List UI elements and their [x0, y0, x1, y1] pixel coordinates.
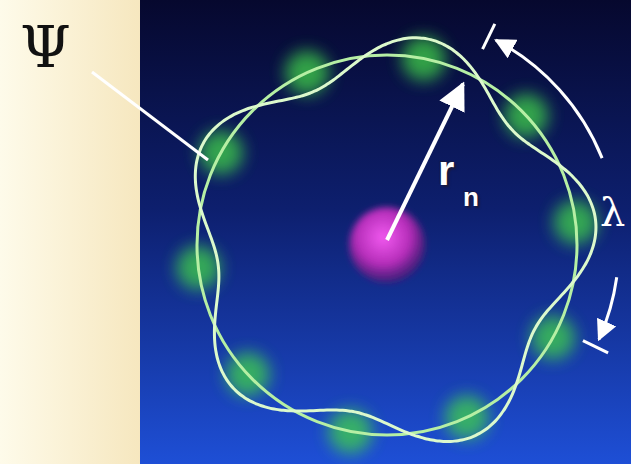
- radius-label: r: [438, 150, 454, 192]
- standing-wave: [195, 38, 596, 442]
- orbit-circle: [197, 55, 577, 435]
- psi-leader-line: [92, 72, 208, 160]
- radius-subscript: n: [463, 184, 479, 210]
- wavelength-tick: [583, 341, 608, 353]
- nucleus: [349, 207, 425, 283]
- probability-glows: [176, 37, 597, 454]
- wavelength-arc: [496, 40, 602, 158]
- blue-panel: [140, 0, 631, 464]
- wavelength-arc: [599, 277, 617, 339]
- wavelength-tick: [483, 24, 495, 49]
- psi-label: Ψ: [20, 18, 71, 76]
- left-panel: [0, 0, 140, 464]
- wavelength-label: λ: [600, 192, 625, 232]
- radius-arrow: [387, 84, 463, 240]
